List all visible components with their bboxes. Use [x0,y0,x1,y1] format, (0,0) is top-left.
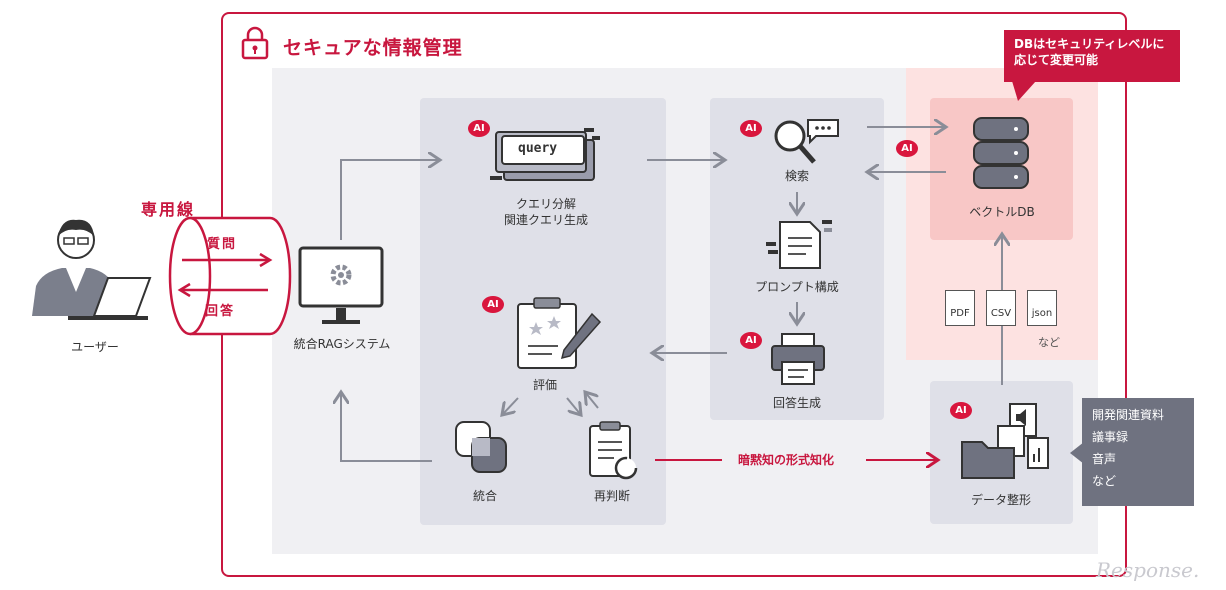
user-label: ユーザー [71,340,119,354]
json-doc-icon: json [1027,290,1057,326]
source-audio: 音声 [1092,452,1117,466]
ai-badge-query: AI [468,120,490,137]
csv-doc-icon: CSV [986,290,1016,326]
printer-icon [771,333,825,385]
clipboard-stars-icon [517,297,602,369]
evaluate-label: 評価 [532,378,557,392]
sources-pointer [1070,442,1084,464]
response-watermark: Response. [1096,558,1200,582]
query-label-1: クエリ分解 [515,197,576,211]
prompt-docs-icon [766,220,832,269]
integrate-icon [455,421,507,473]
query-cards-icon [490,128,600,181]
page-title: セキュアな情報管理 [283,37,463,59]
vector-db-label: ベクトルDB [969,205,1035,219]
folder-files-icon [961,403,1049,479]
answer-label: 回答 [205,304,236,319]
ai-badge-data-shaping: AI [950,402,972,419]
tacit-knowledge-label: 暗黙知の形式知化 [738,453,835,467]
callout-pointer [1012,81,1036,101]
lock-icon [241,26,269,60]
data-shaping-label: データ整形 [970,493,1031,507]
ai-badge-evaluate: AI [482,296,504,313]
db-callout: DBはセキュリティレベルに応じて変更可能 [1004,30,1180,82]
user-icon [32,219,152,320]
sources-box: 開発関連資料 議事録 音声 など [1082,398,1194,506]
ai-badge-db: AI [896,140,918,157]
pdf-doc-icon: PDF [945,290,975,326]
dedicated-line-label: 専用線 [141,200,196,219]
rag-system-label: 統合RAGシステム [293,337,391,351]
ai-badge-answer-gen: AI [740,332,762,349]
question-label: 質問 [207,237,238,252]
dedicated-line-pipe [168,216,292,336]
query-word: query [518,141,558,156]
answer-gen-label: 回答生成 [772,396,821,410]
search-magnifier-icon [774,119,839,164]
rejudge-icon [589,421,638,480]
query-label-2: 関連クエリ生成 [503,213,588,227]
rejudge-label: 再判断 [593,489,630,503]
ai-badge-search: AI [740,120,762,137]
database-icon [973,117,1029,189]
prompt-build-label: プロンプト構成 [755,280,839,294]
source-dev-docs: 開発関連資料 [1092,408,1165,422]
pdf-label: PDF [950,308,970,319]
json-label: json [1031,308,1053,319]
csv-label: CSV [990,308,1012,319]
source-minutes: 議事録 [1092,430,1129,444]
formats-etc-label: など [1038,336,1060,349]
search-label: 検索 [784,169,809,183]
integrate-label: 統合 [472,489,497,503]
source-etc: など [1092,474,1117,488]
monitor-gear-icon [298,246,384,324]
